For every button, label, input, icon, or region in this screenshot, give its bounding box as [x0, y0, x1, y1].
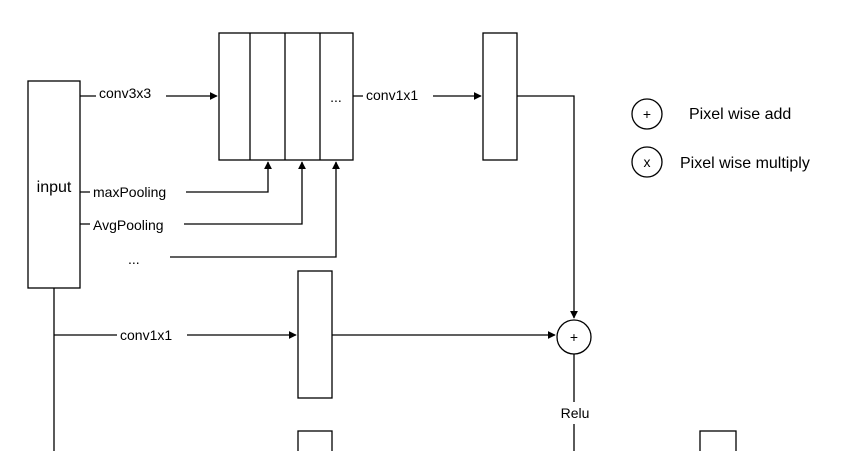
- avgpooling-label: AvgPooling: [93, 217, 164, 233]
- skip-conv1x1-label: conv1x1: [120, 327, 172, 343]
- bottom-block-2: [699, 430, 737, 451]
- maxpooling-label: maxPooling: [93, 184, 166, 200]
- add-node-symbol: +: [570, 329, 578, 345]
- skip-conv1x1-block: [297, 270, 333, 399]
- relu-label: Relu: [561, 405, 590, 421]
- concat-feature-block: [218, 32, 354, 161]
- legend-add-symbol: +: [643, 106, 651, 122]
- legend-add-label: Pixel wise add: [689, 106, 791, 123]
- concat-ellipsis: ...: [330, 89, 342, 105]
- legend-add-circle: [631, 98, 663, 130]
- input-label: input: [37, 179, 72, 196]
- more-branches-arrow: [170, 161, 340, 258]
- legend-multiply-label: Pixel wise multiply: [680, 155, 810, 172]
- legend: + Pixel wise add x Pixel wise multiply: [643, 106, 810, 172]
- bottom-block-1: [297, 430, 333, 451]
- more-branches-label: ...: [128, 251, 140, 267]
- top-conv1x1-label: conv1x1: [366, 87, 418, 103]
- conv3x3-label: conv3x3: [99, 85, 151, 101]
- legend-multiply-symbol: x: [644, 154, 651, 170]
- legend-multiply-circle: [631, 146, 663, 178]
- input-block: [27, 80, 81, 289]
- top-to-add-arrow: [517, 95, 578, 319]
- top-conv1x1-block: [482, 32, 518, 161]
